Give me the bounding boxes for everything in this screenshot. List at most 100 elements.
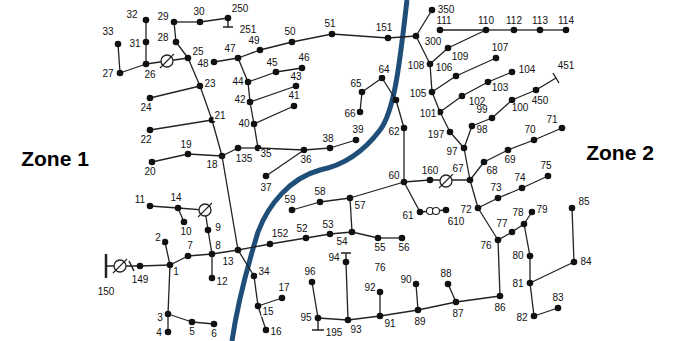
bus-number: 66 (343, 109, 356, 119)
feeder-line (572, 208, 574, 262)
bus-number-text: 4 (155, 328, 163, 338)
bus-number: 52 (295, 224, 308, 234)
bus-number-text: 72 (459, 205, 472, 215)
bus-number: 250 (231, 4, 250, 14)
bus-number: 96 (303, 267, 316, 277)
bus-number-text: 54 (335, 237, 348, 247)
bus-number: 67 (451, 164, 464, 174)
bus-number: 450 (531, 96, 550, 106)
bus-number-text: 73 (489, 183, 502, 193)
feeder-line (118, 44, 120, 73)
bus-number-text: 114 (557, 16, 575, 26)
bus-dot (173, 39, 180, 46)
bus-number: 40 (237, 119, 250, 129)
bus-dot (375, 235, 382, 242)
bus-number: 62 (387, 127, 400, 137)
bus-number: 90 (399, 275, 412, 285)
bus-number-text: 64 (377, 65, 390, 75)
bus-number-text: 82 (515, 313, 528, 323)
feeder-line (346, 262, 348, 320)
bus-dot (413, 281, 420, 288)
bus-dot (417, 209, 424, 216)
bus-number: 39 (351, 125, 364, 135)
feeder-line (388, 36, 416, 38)
bus-dot (399, 235, 406, 242)
feeder-line (430, 64, 432, 92)
bus-number-text: 150 (97, 287, 116, 297)
bus-number-text: 451 (557, 61, 576, 71)
bus-dot (279, 295, 286, 302)
feeder-line (330, 232, 352, 234)
bus-dot (349, 229, 356, 236)
bus-number-text: 11 (134, 195, 146, 205)
bus-dot (509, 229, 516, 236)
bus-dot (559, 125, 566, 132)
feeder-line (260, 42, 292, 50)
bus-number: 23 (203, 79, 216, 89)
bus-number-text: 135 (235, 154, 254, 164)
source-bar (105, 254, 108, 278)
bus-number-text: 87 (451, 309, 464, 319)
bus-dot (489, 115, 496, 122)
bus-number-text: 47 (223, 44, 236, 54)
bus-number: 77 (495, 219, 508, 229)
bus-number: 2 (154, 233, 162, 243)
bus-number: 6 (210, 329, 218, 339)
bus-dot (521, 221, 528, 228)
feeder-line (440, 29, 486, 30)
feeder-line (534, 128, 562, 140)
feeder-line (258, 298, 282, 306)
bus-number: 17 (277, 283, 290, 293)
bus-number-text: 27 (101, 69, 114, 79)
feeder-line (404, 182, 420, 212)
bus-number-text: 9 (214, 223, 222, 233)
bus-number: 37 (259, 183, 272, 193)
bus-number-text: 57 (353, 201, 366, 211)
bus-number-text: 22 (139, 135, 152, 145)
transformer-symbol (427, 208, 440, 215)
feeder-line (292, 34, 332, 42)
bus-dot (447, 129, 454, 136)
bus-number: 46 (297, 53, 310, 63)
bus-number-text: 98 (475, 125, 488, 135)
feeder-line (150, 206, 178, 208)
bus-number-text: 84 (579, 257, 592, 267)
bus-number-text: 17 (277, 283, 290, 293)
bus-dot (437, 27, 444, 34)
bus-dot (189, 319, 196, 326)
bus-dot (147, 95, 154, 102)
bus-number: 106 (435, 63, 454, 73)
bus-dot (481, 159, 488, 166)
regulator-symbol (113, 259, 127, 273)
regulator-symbol (160, 54, 174, 68)
feeder-line (254, 124, 258, 148)
bus-number-text: 19 (179, 140, 192, 150)
bus-number-text: 108 (407, 61, 426, 71)
feeder-line (188, 154, 222, 156)
bus-dot (309, 279, 316, 286)
bus-number-text: 56 (397, 243, 410, 253)
bus-dot (427, 61, 434, 68)
feeder-line (380, 310, 418, 316)
feeder-line (416, 10, 432, 36)
feeder-line (318, 318, 348, 320)
feeder-line (192, 322, 214, 324)
bus-dot (427, 177, 434, 184)
bus-number-text: 34 (257, 267, 270, 277)
bus-number-text: 79 (535, 205, 548, 215)
bus-dot (327, 231, 334, 238)
bus-number-text: 38 (321, 134, 334, 144)
bus-dot (289, 207, 296, 214)
bus-dot (453, 299, 460, 306)
bus-dot (235, 247, 242, 254)
bus-dot (143, 17, 150, 24)
bus-number-text: 32 (125, 10, 138, 20)
feeder-line (430, 48, 448, 64)
bus-number: 135 (235, 154, 254, 164)
bus-number-text: 101 (419, 109, 438, 119)
bus-number-text: 6 (210, 329, 218, 339)
bus-number-text: 15 (261, 307, 274, 317)
bus-number-text: 106 (435, 63, 454, 73)
bus-dot (467, 177, 474, 184)
bus-number: 99 (475, 105, 488, 115)
